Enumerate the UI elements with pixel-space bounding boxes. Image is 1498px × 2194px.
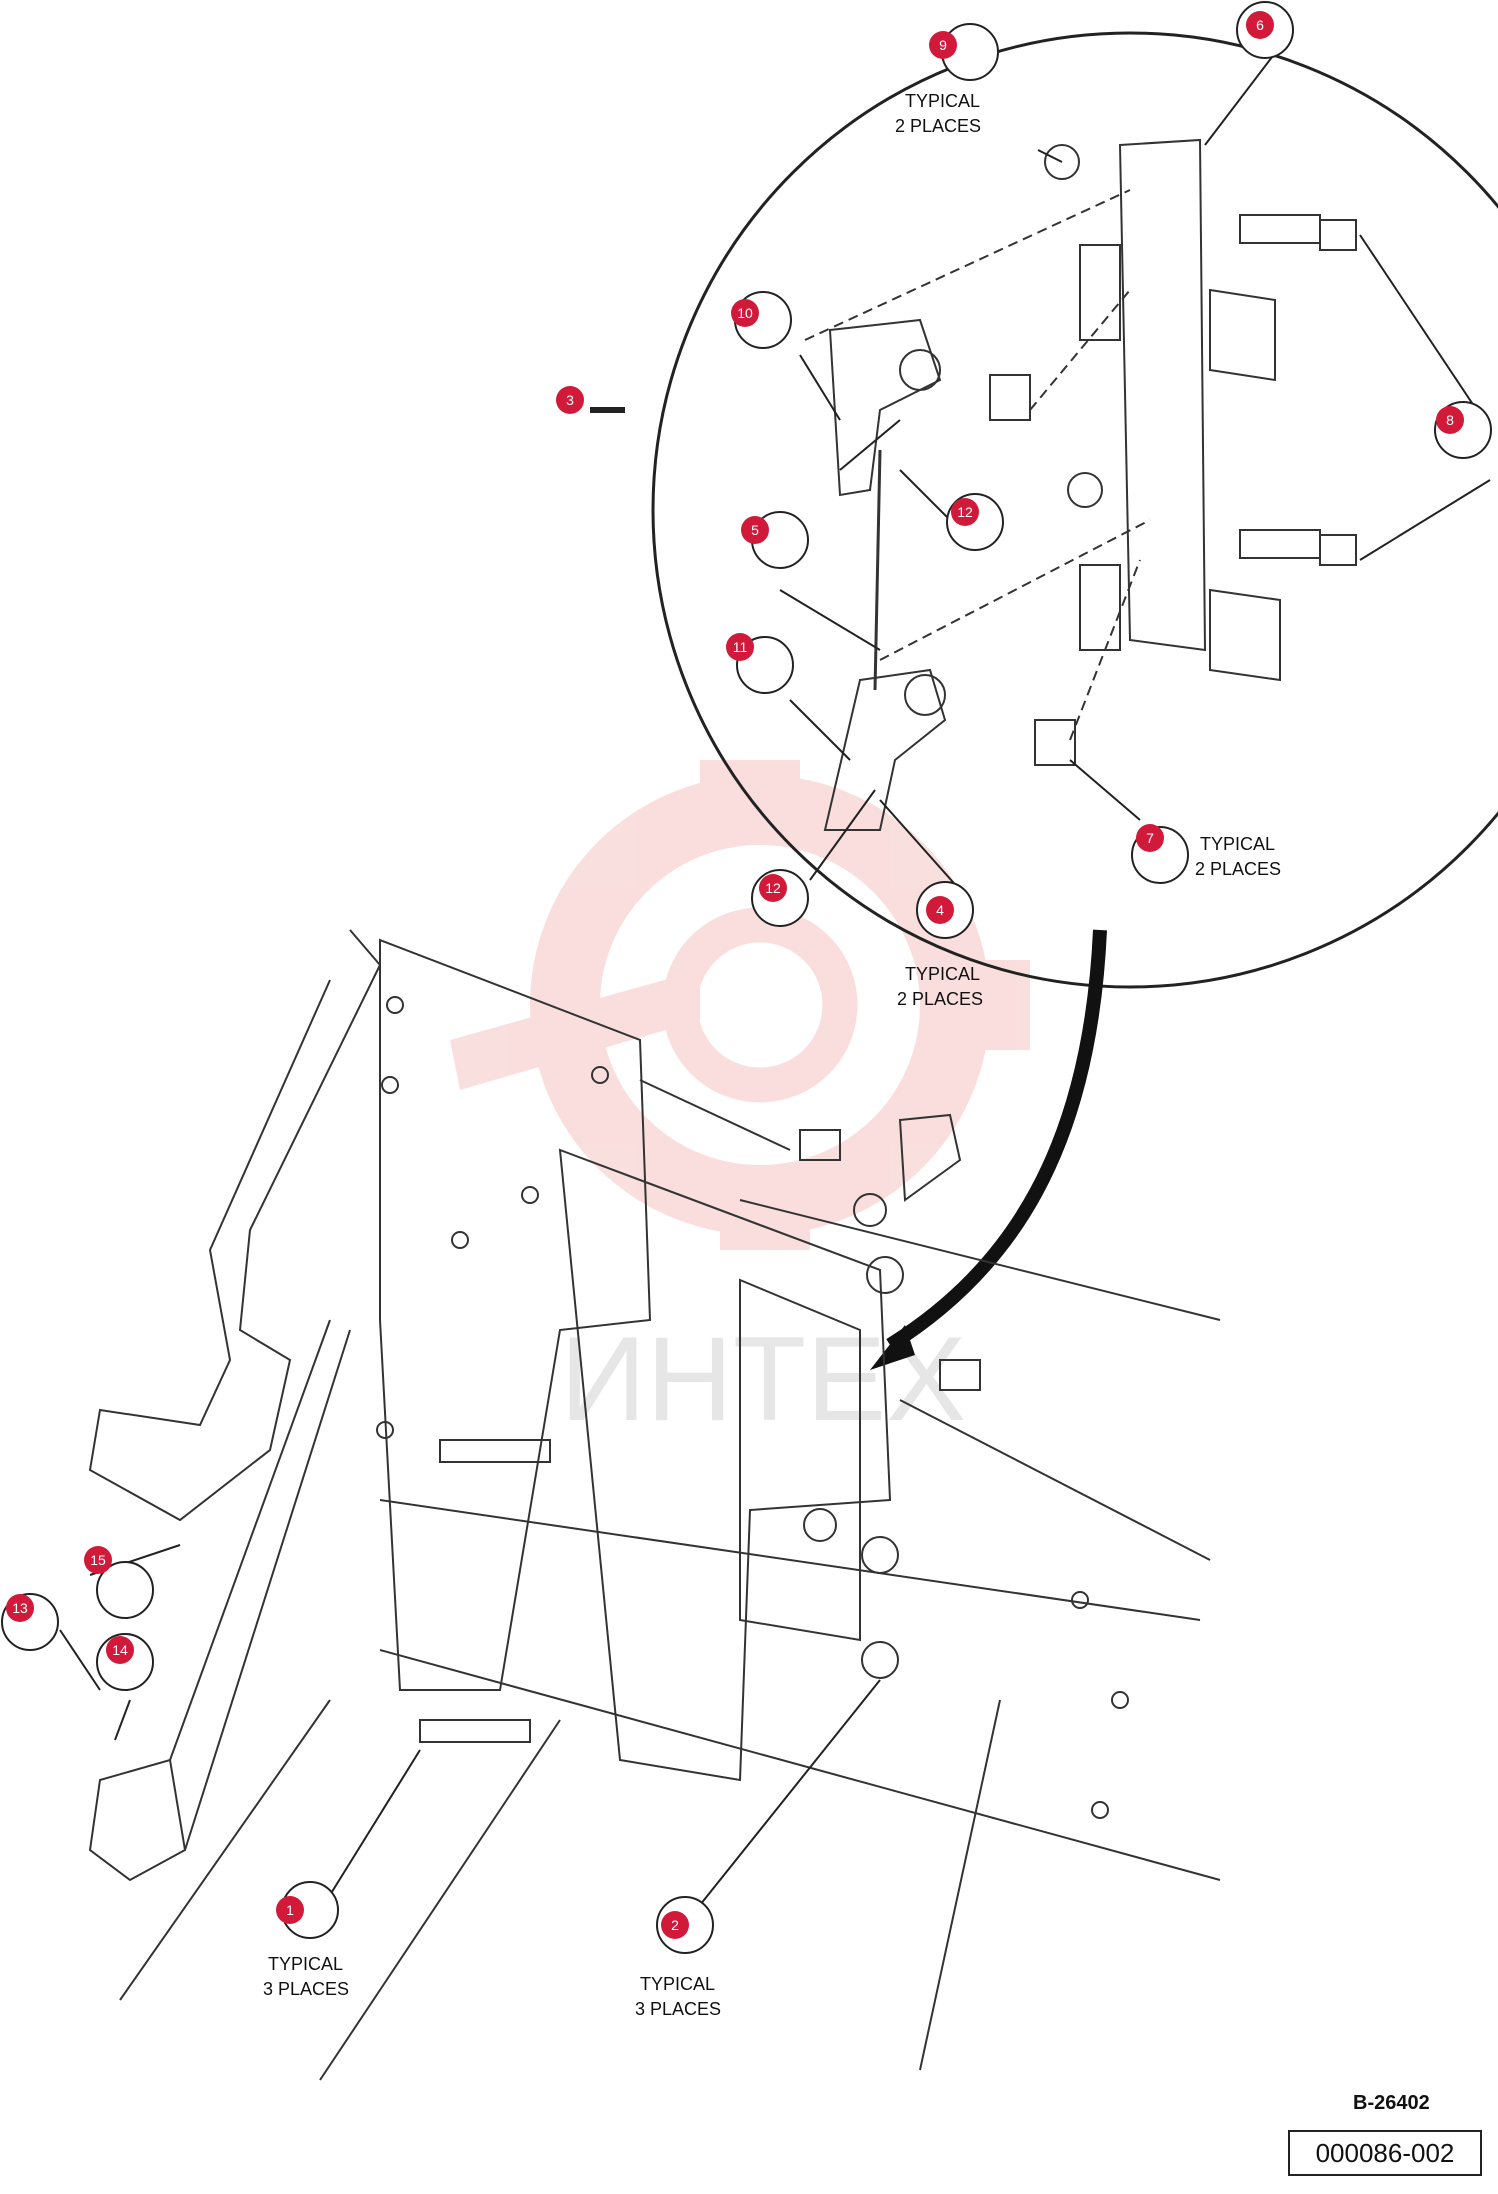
callout-badge-6: 6 <box>1246 11 1274 39</box>
callout-badge-7: 7 <box>1136 824 1164 852</box>
note-2-line1: TYPICAL <box>640 1974 715 1994</box>
svg-text:3: 3 <box>566 392 574 408</box>
main-assembly <box>88 929 1221 2081</box>
callout-badge-5: 5 <box>741 516 769 544</box>
svg-text:5: 5 <box>751 522 759 538</box>
detail-circle <box>651 31 1498 989</box>
callout-badge-10: 10 <box>731 299 759 327</box>
reference-code: B-26402 <box>1353 2092 1430 2114</box>
callout-badge-4: 4 <box>926 896 954 924</box>
svg-text:1: 1 <box>286 1902 294 1918</box>
note-9-line2: 2 PLACES <box>895 116 981 136</box>
svg-text:12: 12 <box>765 880 781 896</box>
svg-text:15: 15 <box>90 1552 106 1568</box>
note-4-line2: 2 PLACES <box>897 989 983 1009</box>
callout-badges: 1 2 3 4 5 6 7 8 9 10 11 12 12 13 14 15 <box>6 11 1464 1939</box>
callout-badge-13: 13 <box>6 1594 34 1622</box>
callout-badge-14: 14 <box>106 1636 134 1664</box>
svg-text:7: 7 <box>1146 830 1154 846</box>
callout-badge-8: 8 <box>1436 406 1464 434</box>
callout-badge-3: 3 <box>556 386 584 414</box>
svg-text:2: 2 <box>671 1917 679 1933</box>
note-1-line2: 3 PLACES <box>263 1979 349 1999</box>
note-1-line1: TYPICAL <box>268 1954 343 1974</box>
callout-badge-11: 11 <box>726 633 754 661</box>
note-9-line1: TYPICAL <box>905 91 980 111</box>
callout-badge-15: 15 <box>84 1546 112 1574</box>
detail-arrow <box>886 929 1107 1351</box>
note-7-line1: TYPICAL <box>1200 834 1275 854</box>
svg-text:9: 9 <box>939 37 947 53</box>
arrow-head-icon <box>870 1325 915 1370</box>
note-2-line2: 3 PLACES <box>635 1999 721 2019</box>
svg-text:12: 12 <box>957 504 973 520</box>
note-7-line2: 2 PLACES <box>1195 859 1281 879</box>
callout-badge-2: 2 <box>661 1911 689 1939</box>
note-4-line1: TYPICAL <box>905 964 980 984</box>
svg-text:14: 14 <box>112 1642 128 1658</box>
callout-badge-1: 1 <box>276 1896 304 1924</box>
svg-text:10: 10 <box>737 305 753 321</box>
svg-text:4: 4 <box>936 902 944 918</box>
svg-text:8: 8 <box>1446 412 1454 428</box>
typical-notes: TYPICAL 2 PLACES TYPICAL 2 PLACES TYPICA… <box>263 91 1281 2019</box>
callout-circles <box>1 1 1492 1954</box>
leader-lines <box>59 39 1491 1906</box>
figure-number-box: 000086-002 <box>1288 2130 1482 2176</box>
callout-badge-12a: 12 <box>951 498 979 526</box>
svg-text:13: 13 <box>12 1600 28 1616</box>
svg-text:11: 11 <box>733 639 748 655</box>
callout-badge-9: 9 <box>929 31 957 59</box>
svg-text:6: 6 <box>1256 17 1264 33</box>
detail-components <box>804 138 1357 831</box>
callout-badge-12b: 12 <box>759 874 787 902</box>
